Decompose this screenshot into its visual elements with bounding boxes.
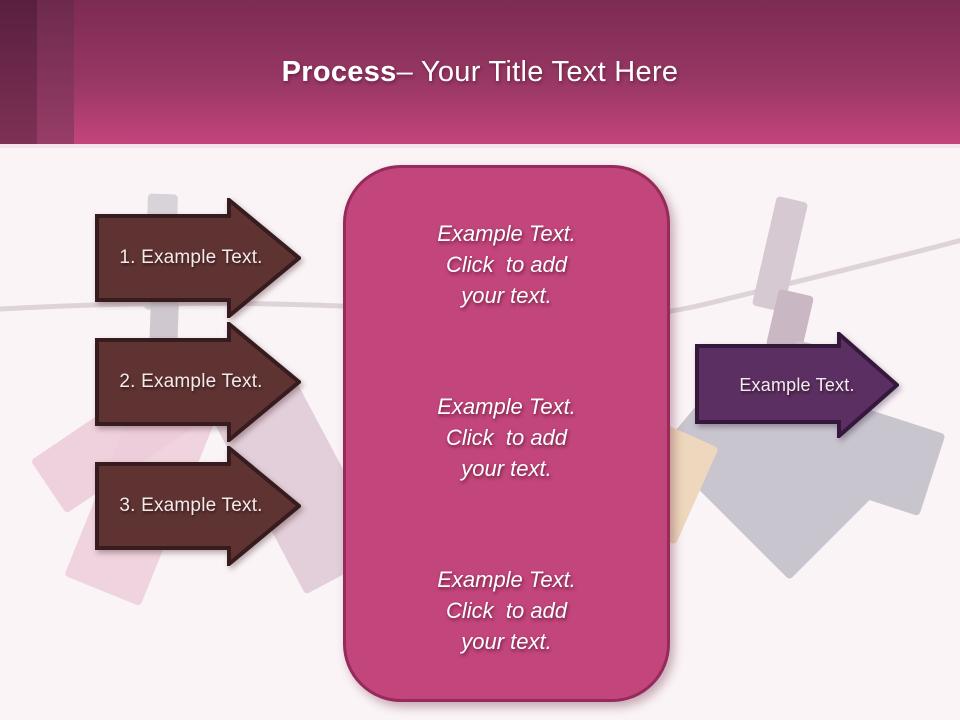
result-arrow-label: Example Text.: [739, 374, 855, 395]
accent-stripe-dark: [0, 0, 37, 144]
page-title: Process – Your Title Text Here: [0, 0, 960, 144]
panel-text-line: Example Text.: [437, 567, 576, 592]
process-step-1-arrow[interactable]: 1. Example Text.: [95, 198, 301, 318]
process-step-3-arrow[interactable]: 3. Example Text.: [95, 446, 301, 566]
panel-text-line: Click to add: [445, 425, 568, 450]
panel-text-line: Example Text.: [437, 221, 576, 246]
panel-text-line: Example Text.: [437, 394, 576, 419]
right-arrow-icon: [95, 198, 301, 318]
accent-stripe-medium: [37, 0, 74, 144]
panel-text-line: your text.: [461, 283, 552, 308]
panel-paragraph-1[interactable]: Example Text. Click to add your text.: [360, 218, 653, 311]
process-step-1-label: 1. Example Text.: [119, 247, 263, 268]
header-divider: [0, 144, 960, 148]
result-arrow[interactable]: Example Text.: [695, 332, 899, 438]
panel-text-line: your text.: [461, 629, 552, 654]
process-step-2-arrow[interactable]: 2. Example Text.: [95, 322, 301, 442]
center-text-panel[interactable]: Example Text. Click to add your text. Ex…: [343, 165, 670, 702]
right-arrow-icon: [695, 332, 899, 438]
process-step-3-label: 3. Example Text.: [119, 495, 263, 516]
panel-paragraph-3[interactable]: Example Text. Click to add your text.: [360, 564, 653, 657]
panel-text-line: Click to add: [445, 252, 568, 277]
right-clothespin-icon: [751, 195, 809, 313]
panel-paragraph-2[interactable]: Example Text. Click to add your text.: [360, 391, 653, 484]
process-step-2-label: 2. Example Text.: [119, 371, 263, 392]
panel-text-line: Click to add: [445, 598, 568, 623]
title-bar: Process – Your Title Text Here: [0, 0, 960, 144]
right-arrow-icon: [95, 322, 301, 442]
panel-text-line: your text.: [461, 456, 552, 481]
page-title-rest: – Your Title Text Here: [396, 55, 679, 88]
page-title-emphasis: Process: [281, 55, 397, 88]
right-arrow-icon: [95, 446, 301, 566]
